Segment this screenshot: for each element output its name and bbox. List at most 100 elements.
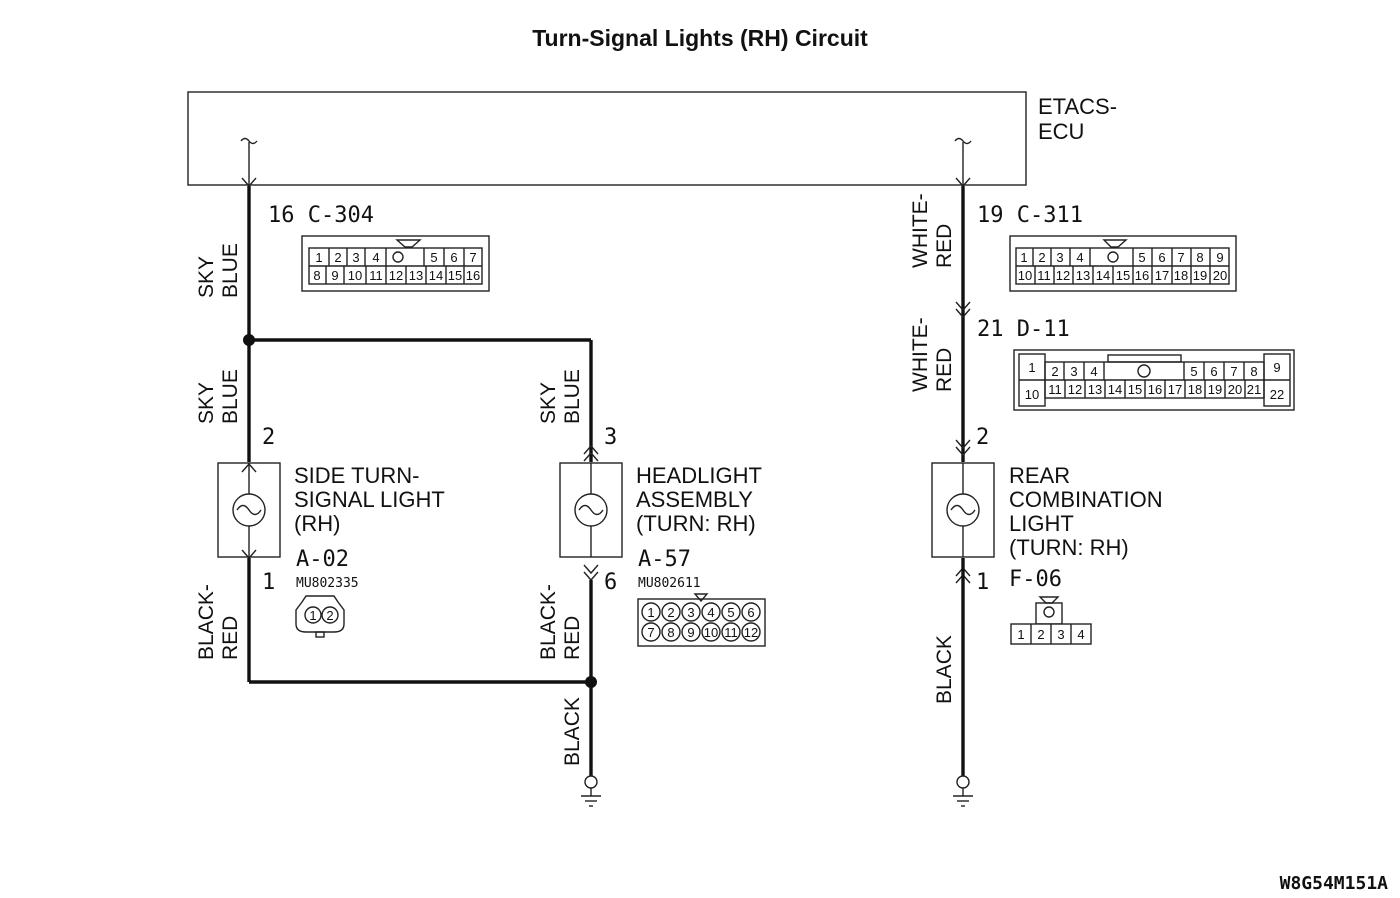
svg-text:7: 7: [469, 250, 476, 265]
connector-a57-part: MU802611: [638, 576, 701, 591]
svg-text:1: 1: [1017, 627, 1024, 642]
svg-text:1: 1: [309, 608, 316, 623]
wire-label-white-red-a: WHITE- RED: [909, 193, 956, 268]
svg-text:BLACK: BLACK: [561, 697, 584, 766]
svg-text:11: 11: [1048, 382, 1062, 397]
connector-c311-pins: 1 2 3 4 5 6 7 8 9 10 11 12 13 14 15 16 1…: [1018, 250, 1227, 283]
connector-a57-pins: 1 2 3 4 5 6 7 8 9 10 11 12: [641, 602, 761, 642]
svg-text:12: 12: [1068, 382, 1082, 397]
svg-text:14: 14: [1108, 382, 1122, 397]
svg-text:19: 19: [1208, 382, 1222, 397]
wire-label-sky-blue-b: SKY BLUE: [195, 369, 242, 424]
svg-text:1: 1: [647, 605, 654, 620]
ground-icon: [581, 775, 601, 807]
svg-text:9: 9: [687, 625, 694, 640]
svg-text:1: 1: [1028, 360, 1035, 375]
svg-text:2: 2: [1038, 250, 1045, 265]
svg-text:RED: RED: [933, 224, 956, 268]
connector-a02-label: A-02: [296, 547, 349, 572]
svg-text:SKY: SKY: [537, 382, 560, 424]
svg-text:11: 11: [724, 625, 738, 640]
svg-text:16: 16: [1148, 382, 1162, 397]
svg-text:7: 7: [1177, 250, 1184, 265]
side-label-line3: (RH): [294, 511, 340, 536]
svg-text:7: 7: [647, 625, 654, 640]
svg-text:5: 5: [1190, 364, 1197, 379]
connector-c311: [1009, 235, 1237, 292]
head-label-line3: (TURN: RH): [636, 511, 756, 536]
connector-f06: 1 2 3 4: [1010, 596, 1092, 645]
svg-text:3: 3: [1070, 364, 1077, 379]
svg-text:RED: RED: [933, 348, 956, 392]
wire-label-white-red-b: WHITE- RED: [909, 317, 956, 392]
wire-label-sky-blue-a: SKY BLUE: [195, 243, 242, 298]
svg-text:14: 14: [429, 268, 443, 283]
rear-pin-top: 2: [976, 425, 989, 450]
svg-text:4: 4: [1090, 364, 1097, 379]
headlight-bulb-icon: [574, 444, 608, 582]
svg-text:20: 20: [1213, 268, 1227, 283]
svg-text:RED: RED: [561, 616, 584, 660]
svg-text:8: 8: [1250, 364, 1257, 379]
connector-d11: [1013, 349, 1295, 411]
side-label-line2: SIGNAL LIGHT: [294, 487, 445, 512]
svg-text:17: 17: [1155, 268, 1169, 283]
svg-text:2: 2: [667, 605, 674, 620]
svg-text:WHITE-: WHITE-: [909, 193, 932, 268]
svg-text:16: 16: [1135, 268, 1149, 283]
svg-text:2: 2: [1037, 627, 1044, 642]
svg-text:5: 5: [430, 250, 437, 265]
svg-text:15: 15: [448, 268, 462, 283]
svg-text:4: 4: [372, 250, 379, 265]
svg-text:9: 9: [1273, 360, 1280, 375]
svg-text:9: 9: [1216, 250, 1223, 265]
head-pin-bottom: 6: [604, 570, 617, 595]
svg-text:11: 11: [1037, 268, 1051, 283]
svg-text:9: 9: [331, 268, 338, 283]
svg-text:2: 2: [334, 250, 341, 265]
connector-c304: [301, 235, 490, 292]
rear-label-line4: (TURN: RH): [1009, 535, 1129, 560]
ecu-label-line1: ETACS-: [1038, 94, 1117, 119]
side-turn-signal-bulb-icon: [232, 462, 266, 560]
diagram-title: Turn-Signal Lights (RH) Circuit: [532, 25, 868, 51]
svg-text:10: 10: [1025, 387, 1039, 402]
svg-text:4: 4: [1076, 250, 1083, 265]
wire-right-chevrons: [955, 301, 971, 457]
svg-text:RED: RED: [219, 616, 242, 660]
svg-text:SKY: SKY: [195, 256, 218, 298]
svg-text:1: 1: [315, 250, 322, 265]
etacs-ecu-box: [187, 91, 1027, 186]
rear-light-bulb-icon: [946, 463, 980, 584]
wire-label-black-red-b: BLACK- RED: [537, 584, 584, 660]
wire-label-black-a: BLACK: [561, 697, 584, 766]
svg-text:7: 7: [1230, 364, 1237, 379]
ground-icon: [953, 775, 973, 807]
svg-text:3: 3: [687, 605, 694, 620]
svg-text:3: 3: [352, 250, 359, 265]
svg-text:13: 13: [1076, 268, 1090, 283]
connector-c311-label: 19 C-311: [977, 203, 1083, 228]
wire-label-sky-blue-c: SKY BLUE: [537, 369, 584, 424]
svg-text:4: 4: [707, 605, 714, 620]
head-label-line2: ASSEMBLY: [636, 487, 753, 512]
svg-text:22: 22: [1270, 387, 1284, 402]
svg-text:16: 16: [466, 268, 480, 283]
svg-text:BLACK: BLACK: [933, 635, 956, 704]
svg-text:6: 6: [1158, 250, 1165, 265]
svg-text:10: 10: [704, 625, 718, 640]
svg-text:BLACK-: BLACK-: [537, 584, 560, 660]
svg-text:3: 3: [1057, 627, 1064, 642]
connector-a57-label: A-57: [638, 547, 691, 572]
svg-text:8: 8: [1196, 250, 1203, 265]
svg-text:10: 10: [348, 268, 362, 283]
connector-f06-label: F-06: [1009, 567, 1062, 592]
side-pin-top: 2: [262, 425, 275, 450]
svg-text:8: 8: [313, 268, 320, 283]
svg-text:18: 18: [1188, 382, 1202, 397]
wire-label-black-b: BLACK: [933, 635, 956, 704]
svg-text:BLUE: BLUE: [219, 243, 242, 298]
svg-text:11: 11: [369, 268, 383, 283]
svg-text:12: 12: [389, 268, 403, 283]
